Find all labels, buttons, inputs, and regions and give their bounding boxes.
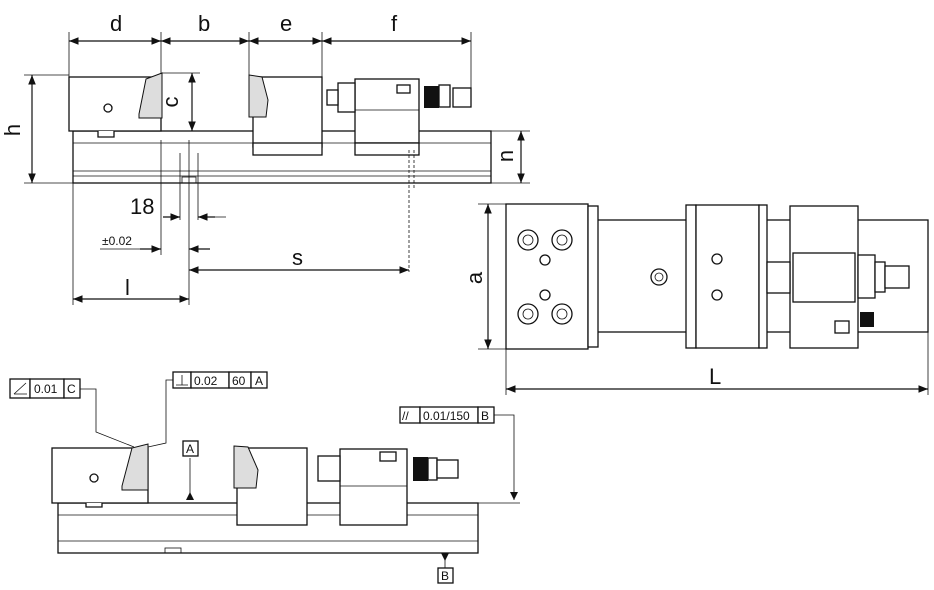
parallelism-callout: // 0.01/150 B bbox=[399, 406, 520, 504]
movable-jaw-plate bbox=[248, 74, 269, 118]
dim-c: c bbox=[158, 97, 183, 108]
dim-l: l bbox=[125, 275, 130, 300]
dim-b: b bbox=[198, 11, 210, 36]
parallelism-symbol: // bbox=[402, 409, 409, 423]
perpendicularity-value: 0.02 bbox=[194, 374, 218, 388]
datum-b: B bbox=[441, 569, 449, 583]
angularity-callout: 0.01 C bbox=[9, 378, 135, 448]
dim-L: L bbox=[709, 364, 721, 389]
top-view: a L bbox=[462, 203, 929, 395]
dim-e: e bbox=[280, 11, 292, 36]
perpendicularity-callout: 0.02 60 A bbox=[147, 371, 268, 448]
dim-18: 18 bbox=[130, 194, 154, 219]
fixed-jaw-top bbox=[505, 203, 589, 350]
fixed-jaw-plate bbox=[138, 72, 163, 119]
dim-n: n bbox=[493, 150, 518, 162]
dim-d: d bbox=[110, 11, 122, 36]
dim-a: a bbox=[462, 271, 487, 284]
angularity-value: 0.01 bbox=[34, 382, 58, 396]
perpendicularity-length: 60 bbox=[232, 374, 246, 388]
dim-tolerance: ±0.02 bbox=[102, 234, 132, 248]
parallelism-value: 0.01/150 bbox=[423, 409, 470, 423]
side-view-top: d b e f c h n 18 ±0.02 s l bbox=[0, 11, 530, 305]
datum-a: A bbox=[186, 442, 194, 456]
spindle-bottom bbox=[339, 448, 408, 526]
side-view-bottom: A B 0.01 C 0.02 60 A bbox=[9, 371, 520, 584]
perpendicularity-datum: A bbox=[255, 374, 263, 388]
dim-s: s bbox=[292, 245, 303, 270]
dim-f: f bbox=[391, 11, 398, 36]
dim-h: h bbox=[0, 124, 25, 136]
knurled-nut bbox=[424, 86, 439, 108]
parallelism-datum: B bbox=[481, 409, 489, 423]
movable-jaw-top bbox=[695, 204, 760, 349]
angularity-datum: C bbox=[67, 382, 76, 396]
